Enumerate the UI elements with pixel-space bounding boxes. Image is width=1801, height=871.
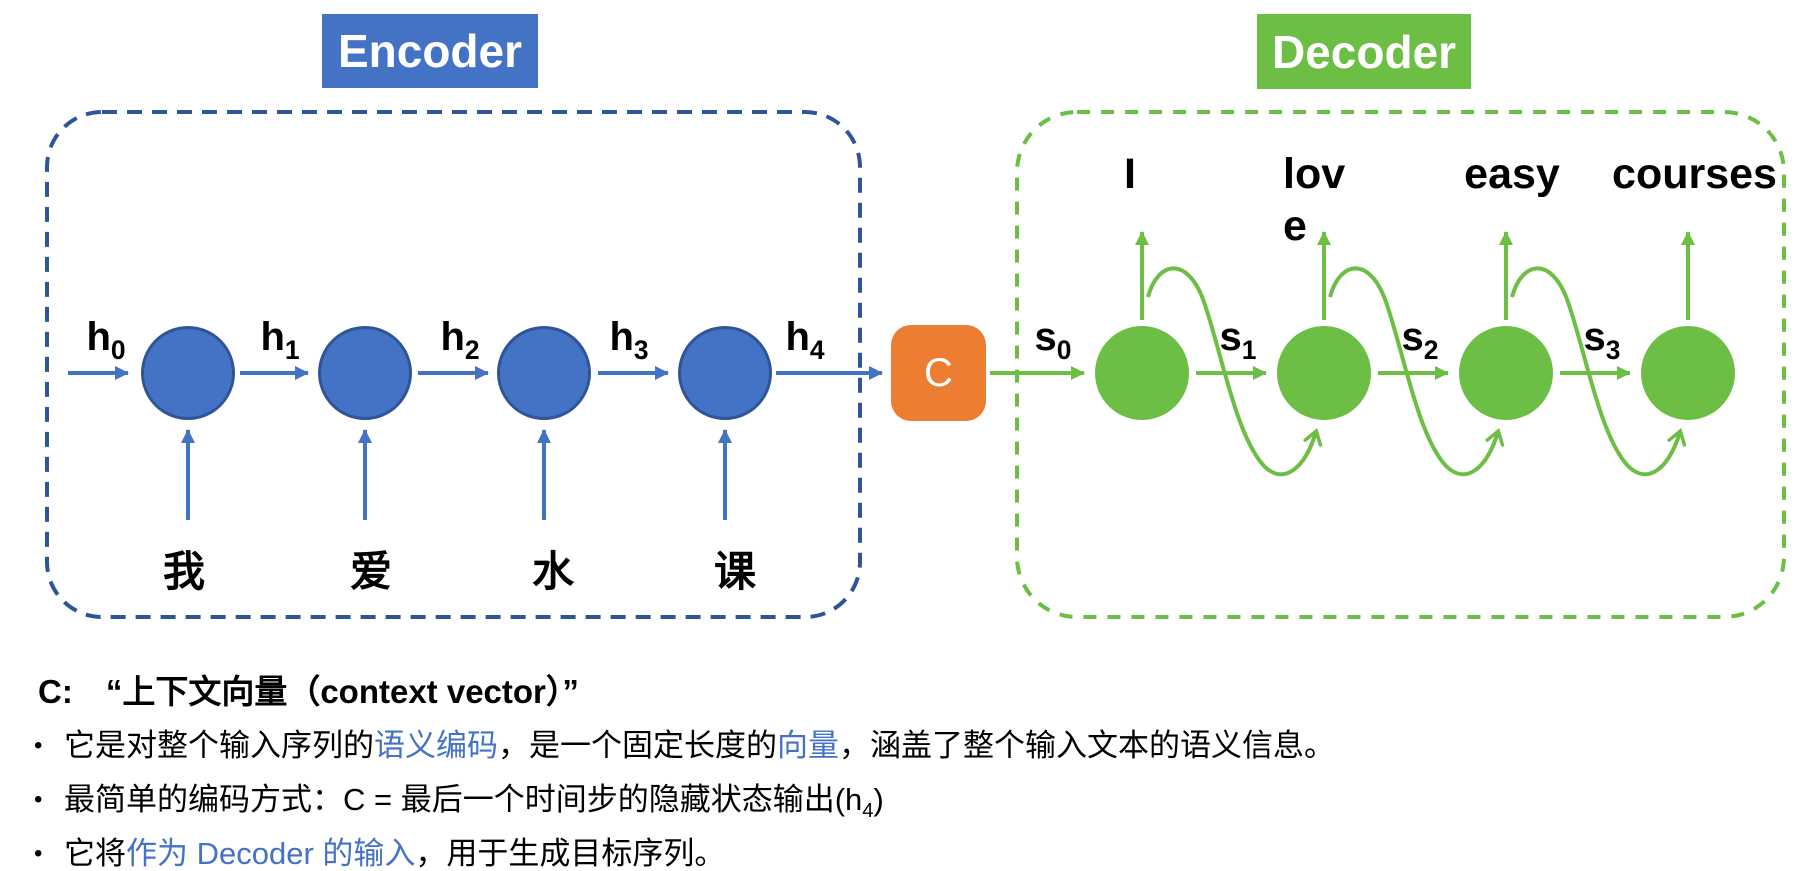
notes-bullet-2: • 最简单的编码方式：C = 最后一个时间步的隐藏状态输出(h4) (34, 778, 1754, 822)
encoder-cell-2 (318, 326, 412, 420)
label-s1: s1 (1219, 315, 1257, 365)
output-word-1: I (1124, 150, 1136, 198)
notes-bullet-3: • 它将作为 Decoder 的输入，用于生成目标序列。 (34, 832, 1754, 871)
decoder-feedback-curve-1 (1146, 266, 1323, 477)
bullet-text: 最简单的编码方式：C = 最后一个时间步的隐藏状态输出(h4) (64, 782, 884, 823)
output-word-3: easy (1464, 150, 1560, 198)
encoder-boundary (45, 110, 862, 619)
notes-bullet-1: • 它是对整个输入序列的语义编码，是一个固定长度的向量，涵盖了整个输入文本的语义… (34, 724, 1754, 766)
encoder-title: Encoder (322, 14, 538, 88)
bullet-marker: • (34, 840, 43, 867)
decoder-cell-1 (1095, 326, 1189, 420)
label-s3: s3 (1583, 315, 1621, 365)
context-vector-label: C (924, 350, 953, 395)
encoder-cell-3 (497, 326, 591, 420)
input-word-1: 我 (162, 548, 205, 595)
input-word-3: 水 (531, 548, 574, 595)
output-word-4: courses (1612, 150, 1777, 198)
label-h2: h2 (440, 315, 480, 365)
bullet-text: 它是对整个输入序列的语义编码，是一个固定长度的向量，涵盖了整个输入文本的语义信息… (64, 728, 1335, 763)
decoder-boundary (1015, 110, 1786, 619)
input-word-2: 爱 (349, 548, 392, 595)
label-h3: h3 (609, 315, 649, 365)
bullet-marker: • (34, 786, 43, 813)
label-h4: h4 (785, 315, 825, 365)
label-s0: s0 (1034, 315, 1072, 365)
decoder-cell-4 (1641, 326, 1735, 420)
decoder-cell-2 (1277, 326, 1371, 420)
input-word-4: 课 (713, 548, 756, 595)
bullet-marker: • (34, 732, 43, 759)
encoder-cell-1 (141, 326, 235, 420)
context-vector-node: C (891, 325, 986, 421)
label-h1: h1 (260, 315, 300, 365)
encoder-cell-4 (678, 326, 772, 420)
decoder-title: Decoder (1257, 14, 1471, 89)
decoder-feedback-curve-2 (1328, 266, 1505, 477)
label-s2: s2 (1401, 315, 1439, 365)
output-word-2: lov e (1283, 150, 1346, 250)
bullet-text: 它将作为 Decoder 的输入，用于生成目标序列。 (64, 836, 726, 871)
decoder-cell-3 (1459, 326, 1553, 420)
notes-heading: C: “上下文向量（context vector）” (38, 673, 579, 710)
label-h0: h0 (86, 315, 126, 365)
decoder-feedback-curve-3 (1510, 266, 1687, 477)
notes-block: C: “上下文向量（context vector）” • 它是对整个输入序列的语… (34, 672, 1754, 871)
